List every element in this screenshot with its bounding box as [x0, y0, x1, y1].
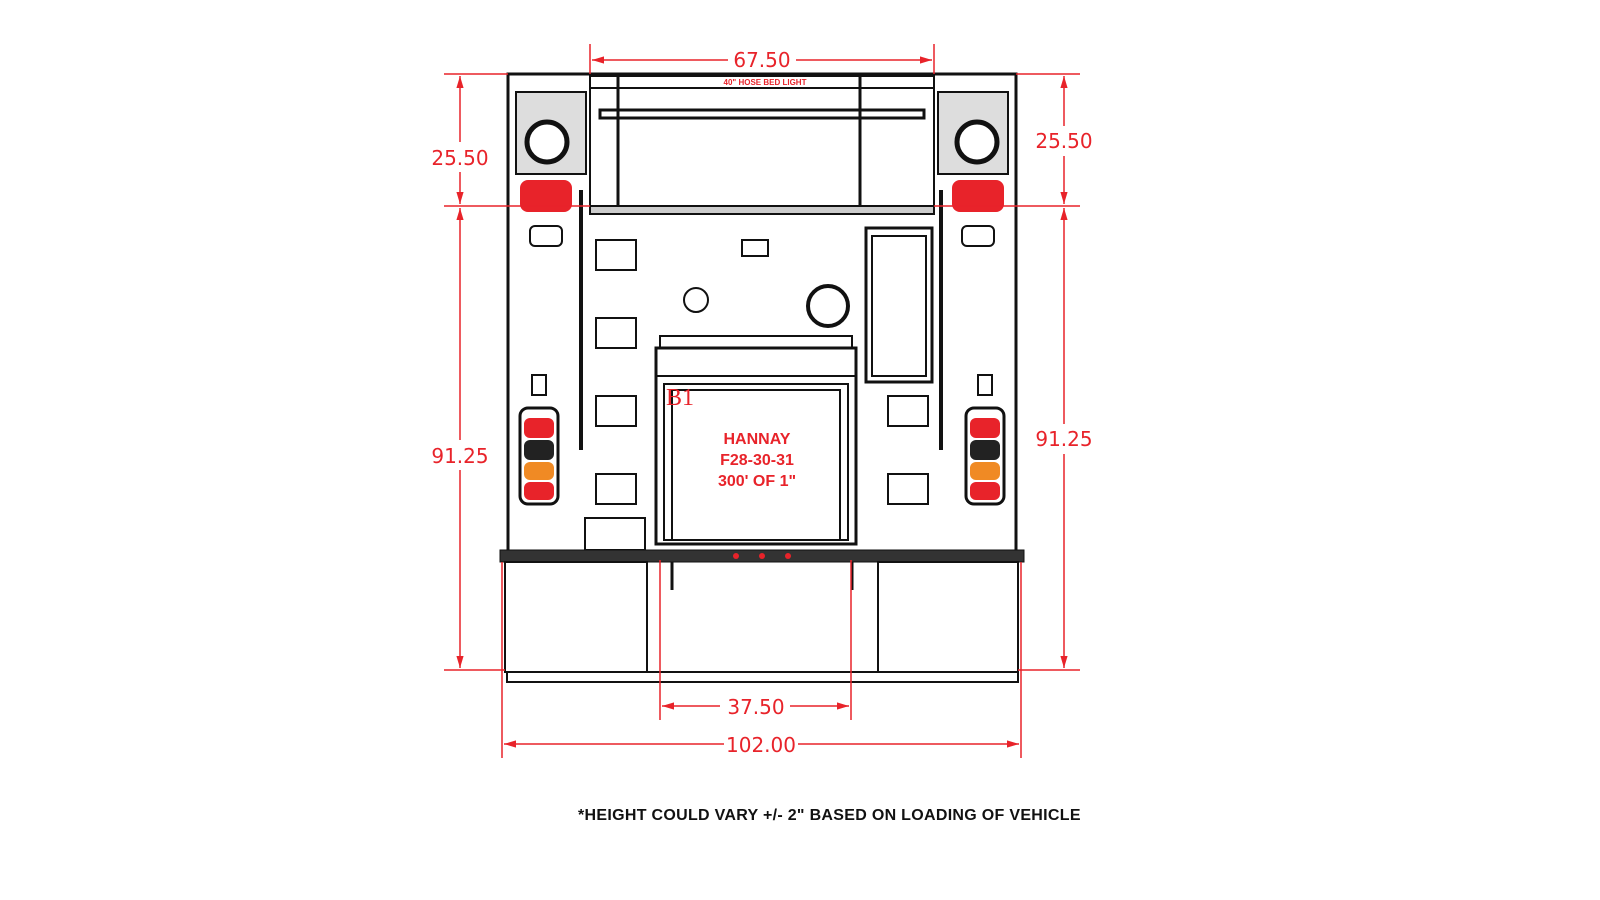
- dim-upper-height-left: 25.50: [431, 146, 488, 170]
- hose-bed-light-label: 40" HOSE BED LIGHT: [724, 78, 807, 87]
- truck-body: [499, 72, 1025, 683]
- dim-overall-width: 102.00: [726, 733, 796, 757]
- dim-body-height-left: 91.25: [431, 444, 488, 468]
- compartment-id: B1: [666, 385, 694, 411]
- hose-label-line1: HANNAY: [724, 431, 791, 448]
- hose-label-line2: F28-30-31: [720, 452, 794, 469]
- dimension-lines: [444, 44, 1080, 758]
- dim-upper-height-right: 25.50: [1035, 129, 1092, 153]
- dim-body-height-right: 91.25: [1035, 427, 1092, 451]
- dim-top-width: 67.50: [733, 48, 790, 72]
- dim-door-width: 37.50: [727, 695, 784, 719]
- height-footnote: *HEIGHT COULD VARY +/- 2" BASED ON LOADI…: [578, 807, 1081, 824]
- lights: [520, 180, 1004, 559]
- hose-label-line3: 300' OF 1": [718, 473, 796, 490]
